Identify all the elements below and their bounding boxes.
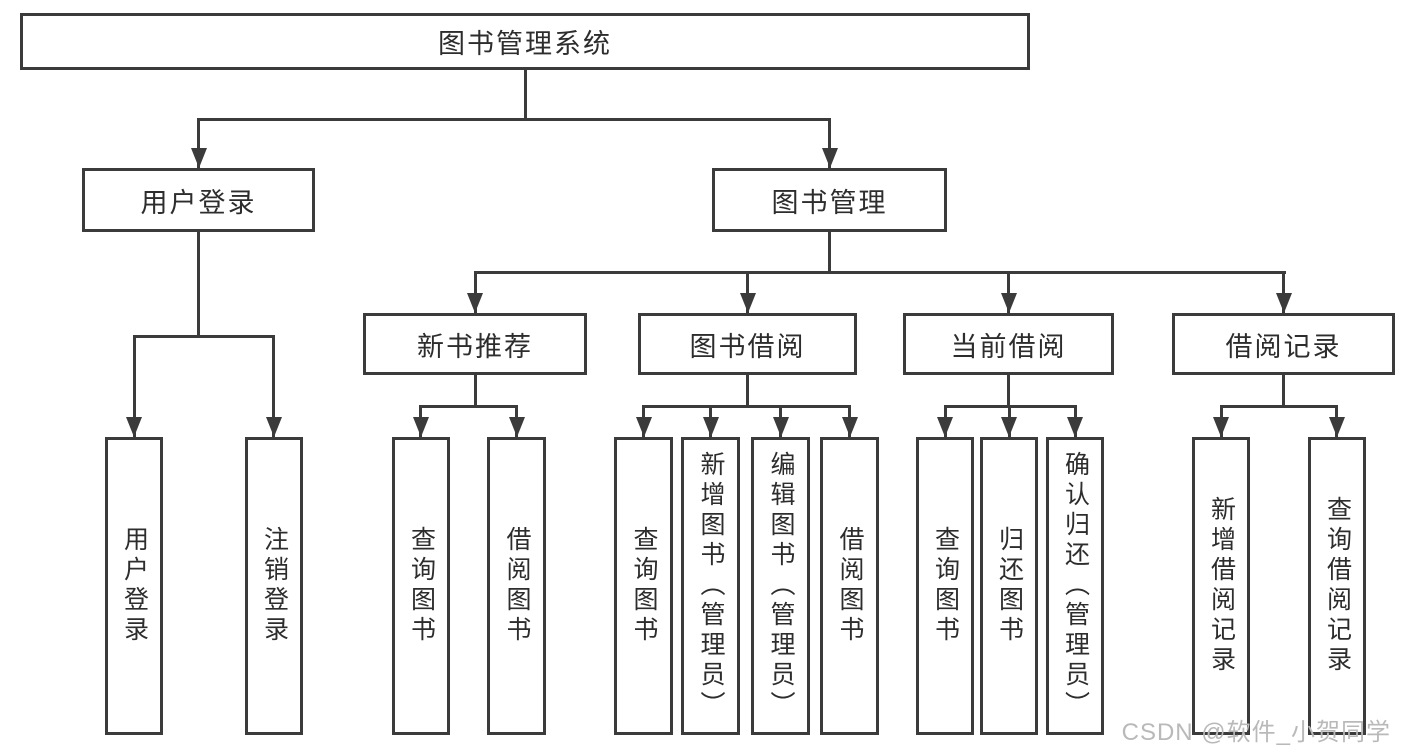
leaf-query-borrow-record-label: 查询借阅记录 [1323,496,1352,676]
arrow-down-icon [1001,417,1017,437]
arrow-down-icon [937,417,953,437]
leaf-borrow-books-borrow: 借阅图书 [820,437,879,735]
connector-line [474,271,1286,274]
node-book-borrow: 图书借阅 [638,313,857,375]
node-current-borrow-label: 当前借阅 [950,331,1067,362]
leaf-query-books-current-label: 查询图书 [931,526,960,646]
leaf-return-books: 归还图书 [980,437,1038,735]
node-book-borrow-label: 图书借阅 [689,331,806,362]
connector-line [1007,271,1010,313]
arrow-down-icon [266,417,282,437]
connector-line [419,405,518,408]
leaf-add-books-admin: 新增图书（管理员） [681,437,740,735]
connector-line [133,335,136,437]
leaf-user-login: 用户登录 [105,437,163,735]
arrow-down-icon [126,417,142,437]
node-book-management: 图书管理 [712,168,947,232]
connector-line [197,232,200,336]
node-user-login-label: 用户登录 [140,187,257,218]
leaf-confirm-return-admin-label: 确认归还（管理员） [1061,451,1090,721]
connector-line [272,335,275,437]
leaf-logout: 注销登录 [245,437,303,735]
leaf-add-borrow-record-label: 新增借阅记录 [1207,496,1236,676]
leaf-query-books-recommend: 查询图书 [392,437,450,735]
arrow-down-icon [1276,293,1292,313]
arrow-down-icon [509,417,525,437]
connector-line [828,232,831,272]
connector-line [474,375,477,406]
connector-line [524,70,527,119]
arrow-down-icon [1067,417,1083,437]
node-book-management-label: 图书管理 [771,187,888,218]
connector-line [1282,375,1285,406]
node-root-label: 图书管理系统 [438,29,612,59]
node-borrow-records: 借阅记录 [1172,313,1395,375]
leaf-edit-books-admin-label: 编辑图书（管理员） [767,451,795,721]
connector-line [133,335,275,338]
leaf-query-books-recommend-label: 查询图书 [407,526,436,646]
leaf-query-books-borrow-label: 查询图书 [630,526,658,646]
leaf-borrow-books-borrow-label: 借阅图书 [836,526,864,646]
arrow-down-icon [822,148,838,168]
connector-line [828,118,831,168]
leaf-edit-books-admin: 编辑图书（管理员） [751,437,810,735]
node-user-login: 用户登录 [82,168,315,232]
arrow-down-icon [842,417,858,437]
leaf-borrow-books-recommend-label: 借阅图书 [503,526,531,646]
leaf-query-books-current: 查询图书 [916,437,974,735]
arrow-down-icon [773,417,789,437]
leaf-add-borrow-record: 新增借阅记录 [1192,437,1250,735]
node-borrow-records-label: 借阅记录 [1225,331,1342,362]
arrow-down-icon [413,417,429,437]
leaf-user-login-label: 用户登录 [120,526,149,646]
leaf-query-borrow-record: 查询借阅记录 [1308,437,1366,735]
arrow-down-icon [740,293,756,313]
leaf-return-books-label: 归还图书 [995,526,1024,646]
leaf-logout-label: 注销登录 [260,526,289,646]
connector-line [1220,405,1338,408]
leaf-borrow-books-recommend: 借阅图书 [487,437,546,735]
connector-line [197,118,200,168]
connector-line [746,271,749,313]
connector-line [642,405,851,408]
arrow-down-icon [636,417,652,437]
arrow-down-icon [703,417,719,437]
csdn-watermark: CSDN @软件_小贺同学 [1121,719,1391,746]
node-root: 图书管理系统 [20,13,1030,70]
arrow-down-icon [1001,293,1017,313]
leaf-add-books-admin-label: 新增图书（管理员） [697,451,725,721]
arrow-down-icon [467,293,483,313]
connector-line [1282,271,1285,313]
node-new-book-recommend-label: 新书推荐 [417,331,533,362]
connector-line [1007,375,1010,406]
leaf-query-books-borrow: 查询图书 [614,437,673,735]
arrow-down-icon [1213,417,1229,437]
connector-line [746,375,749,406]
connector-line [474,271,477,313]
arrow-down-icon [1329,417,1345,437]
connector-line [197,118,831,121]
leaf-confirm-return-admin: 确认归还（管理员） [1046,437,1104,735]
node-new-book-recommend: 新书推荐 [363,313,587,375]
node-current-borrow: 当前借阅 [903,313,1114,375]
arrow-down-icon [191,148,207,168]
